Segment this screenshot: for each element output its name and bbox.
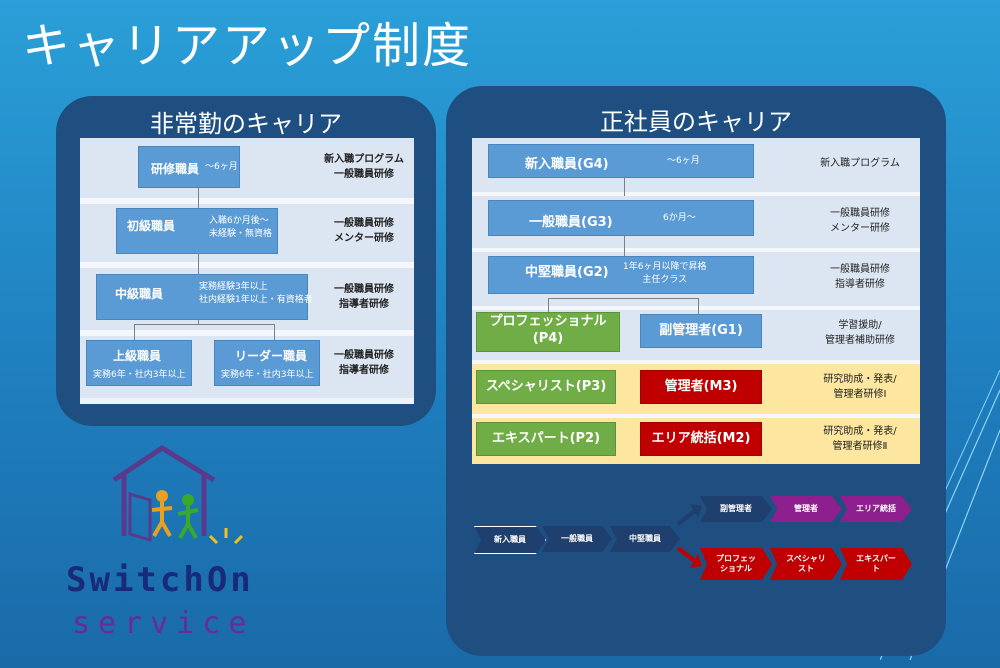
intermediate-staff-box: 中級職員 実務経験3年以上 社内経験1年以上・有資格者 [96,274,313,320]
mid-level-staff-g2-box: 中堅職員(G2) 1年6ヶ月以降で昇格 主任クラス [488,256,754,294]
training-note: 新入職プログラム [820,158,900,169]
flow-chevron: 管理者 [770,496,842,522]
flow-chevron: 新入職員 [474,526,546,554]
new-staff-g4-box: 新入職員(G4) ～6ヶ月 [488,144,754,178]
part-time-career-panel: 非常勤のキャリア 研修職員 ～6ヶ月 初級職員 入職6か月後～ 未経験・無資格 … [56,96,436,426]
flow-chevron: エキスパー ト [840,548,912,580]
logo-subtitle: service [72,606,255,641]
switchon-logo: SwitchOn service [60,440,280,650]
training-note: 一般職員研修 メンター研修 [334,218,394,244]
area-supervisor-m2-box: エリア統括(M2) [640,422,762,456]
career-chart: 研修職員 ～6ヶ月 初級職員 入職6か月後～ 未経験・無資格 中級職員 実務経験… [80,138,414,404]
stage-band [80,138,414,198]
professional-p4-box: プロフェッショナル (P4) [476,312,620,352]
flow-chevron: エリア統括 [840,496,912,522]
logo-wordmark: SwitchOn [66,560,254,600]
flow-chevron: 一般職員 [542,526,612,552]
training-note: 新入職プログラム 一般職員研修 [324,154,404,180]
panel-heading: 正社員のキャリア [600,108,792,136]
general-staff-g3-box: 一般職員(G3) 6か月～ [488,200,754,236]
lightbulb-rays-icon [208,528,244,545]
senior-staff-box: 上級職員 実務6年・社内3年以上 [86,340,192,386]
training-note: 一般職員研修 指導者研修 [830,264,890,290]
training-note: 一般職員研修 指導者研修 [334,350,394,376]
training-note: 研究助成・発表/ 管理者研修Ⅱ [823,426,897,452]
house-icon [112,445,216,543]
trainee-staff-box: 研修職員 ～6ヶ月 [138,146,240,188]
training-note: 学習援助/ 管理者補助研修 [825,320,895,346]
leader-staff-box: リーダー職員 実務6年・社内3年以上 [214,340,320,386]
panel-heading: 非常勤のキャリア [150,110,342,138]
branch-arrows [676,504,702,568]
training-note: 一般職員研修 指導者研修 [334,284,394,310]
expert-p2-box: エキスパート(P2) [476,422,616,456]
page-title: キャリアアップ制度 [22,18,473,74]
training-note: 研究助成・発表/ 管理者研修Ⅰ [823,374,897,400]
flow-chevron: プロフェッ ショナル [700,548,772,580]
manager-m3-box: 管理者(M3) [640,370,762,404]
career-chart: 新入職員(G4) ～6ヶ月 一般職員(G3) 6か月～ 中堅職員(G2) 1年6… [472,138,920,464]
junior-staff-box: 初級職員 入職6か月後～ 未経験・無資格 [116,208,278,254]
flow-chevron: 副管理者 [700,496,772,522]
flow-chevron: スペシャリ スト [770,548,842,580]
flow-chevron: 中堅職員 [610,526,680,552]
deputy-manager-g1-box: 副管理者(G1) [640,314,762,348]
full-time-career-panel: 正社員のキャリア 新入職員(G4) ～6ヶ月 一般職員(G3) 6か月～ 中堅職… [446,86,946,656]
specialist-p3-box: スペシャリスト(P3) [476,370,616,404]
training-note: 一般職員研修 メンター研修 [830,208,890,234]
